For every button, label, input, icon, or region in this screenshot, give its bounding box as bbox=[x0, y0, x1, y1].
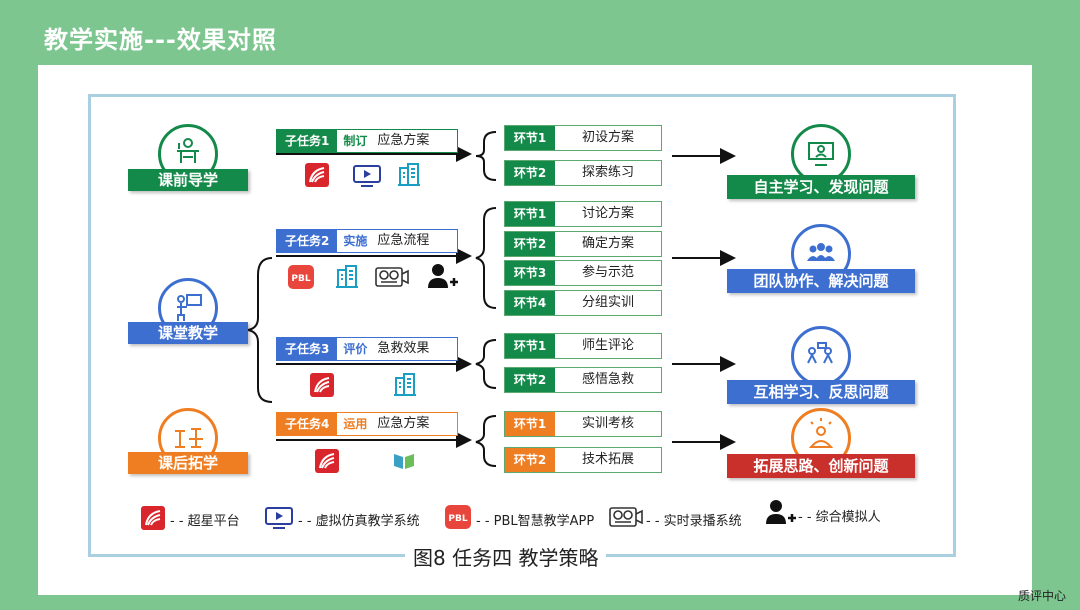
link-item: 环节2 感悟急救 bbox=[504, 367, 662, 393]
pbl-text: PBL bbox=[291, 274, 310, 284]
pbl-text: PBL bbox=[448, 514, 467, 524]
discussion-icon bbox=[791, 326, 851, 386]
monitor-person-icon bbox=[791, 124, 851, 184]
link-item: 环节1 讨论方案 bbox=[504, 201, 662, 227]
task-tag: 子任务2 bbox=[277, 230, 338, 252]
legend-dash: - - bbox=[646, 514, 664, 529]
task-action: 制订 bbox=[343, 134, 368, 148]
link-item: 环节2 确定方案 bbox=[504, 231, 662, 257]
task-1: 子任务1 制订 应急方案 bbox=[276, 129, 458, 153]
stage-pre-class: 课前导学 bbox=[128, 169, 248, 191]
slide-title: 教学实施---效果对照 bbox=[44, 26, 277, 54]
recorder-icon bbox=[609, 507, 643, 527]
link-text: 师生评论 bbox=[581, 338, 634, 353]
recorder-icon bbox=[375, 267, 409, 287]
chaoxing-icon bbox=[310, 373, 334, 397]
add-person-icon bbox=[428, 264, 458, 288]
link-number: 环节1 bbox=[505, 126, 555, 150]
task-2: 子任务2 实施 应急流程 bbox=[276, 229, 458, 253]
link-item: 环节1 初设方案 bbox=[504, 125, 662, 151]
task-action: 评价 bbox=[343, 342, 368, 356]
task-tag: 子任务3 bbox=[277, 338, 338, 360]
task-3: 子任务3 评价 急救效果 bbox=[276, 337, 458, 361]
link-text: 初设方案 bbox=[581, 130, 634, 145]
task-desc: 应急流程 bbox=[377, 233, 430, 248]
task-desc: 应急方案 bbox=[377, 416, 430, 431]
link-item: 环节4 分组实训 bbox=[504, 290, 662, 316]
link-number: 环节2 bbox=[505, 161, 555, 185]
monitor-icon bbox=[353, 165, 381, 187]
pbl-icon: PBL bbox=[445, 505, 471, 529]
legend-label: 超星平台 bbox=[187, 514, 240, 529]
legend-label: PBL智慧教学APP bbox=[493, 514, 595, 529]
task-tag: 子任务1 bbox=[277, 130, 338, 152]
legend-dash: - - bbox=[170, 514, 188, 529]
building-icon bbox=[398, 163, 420, 186]
task-desc: 急救效果 bbox=[377, 341, 430, 356]
corner-label: 质评中心 bbox=[1017, 589, 1066, 603]
result-2: 团队协作、解决问题 bbox=[727, 269, 915, 293]
task-tag: 子任务4 bbox=[277, 413, 338, 435]
link-text: 参与示范 bbox=[581, 265, 634, 280]
building-icon bbox=[336, 265, 358, 288]
monitor-icon bbox=[265, 507, 293, 529]
link-number: 环节1 bbox=[505, 334, 555, 358]
link-item: 环节3 参与示范 bbox=[504, 260, 662, 286]
legend-pbl: - - PBL智慧教学APP bbox=[476, 510, 594, 529]
figure-caption: 图8 任务四 教学策略 bbox=[405, 542, 607, 571]
link-number: 环节2 bbox=[505, 232, 555, 256]
link-text: 感悟急救 bbox=[581, 372, 634, 387]
task-action: 运用 bbox=[343, 417, 368, 431]
link-number: 环节4 bbox=[505, 291, 555, 315]
link-text: 实训考核 bbox=[581, 416, 634, 431]
legend-recording: - - 实时录播系统 bbox=[646, 510, 742, 529]
add-person-icon bbox=[766, 500, 796, 524]
legend-label: 实时录播系统 bbox=[663, 514, 742, 529]
result-1: 自主学习、发现问题 bbox=[727, 175, 915, 199]
link-item: 环节1 师生评论 bbox=[504, 333, 662, 359]
result-4: 拓展思路、创新问题 bbox=[727, 454, 915, 478]
link-text: 分组实训 bbox=[581, 295, 634, 310]
legend-dash: - - bbox=[298, 514, 316, 529]
book-icon bbox=[394, 454, 414, 469]
link-text: 探索练习 bbox=[581, 165, 634, 180]
link-item: 环节2 技术拓展 bbox=[504, 447, 662, 473]
task-desc: 应急方案 bbox=[377, 133, 430, 148]
link-item: 环节2 探索练习 bbox=[504, 160, 662, 186]
legend-dash: - - bbox=[798, 510, 816, 525]
task-4: 子任务4 运用 应急方案 bbox=[276, 412, 458, 436]
stage-after-class: 课后拓学 bbox=[128, 452, 248, 474]
building-icon bbox=[394, 373, 416, 396]
result-3: 互相学习、反思问题 bbox=[727, 380, 915, 404]
pbl-icon: PBL bbox=[288, 265, 314, 289]
legend-dash: - - bbox=[476, 514, 494, 529]
link-item: 环节1 实训考核 bbox=[504, 411, 662, 437]
link-text: 技术拓展 bbox=[581, 452, 634, 467]
link-number: 环节2 bbox=[505, 448, 555, 472]
legend-simulator: - - 综合模拟人 bbox=[798, 506, 881, 525]
link-number: 环节1 bbox=[505, 202, 555, 226]
task-action: 实施 bbox=[343, 234, 368, 248]
link-number: 环节2 bbox=[505, 368, 555, 392]
link-text: 讨论方案 bbox=[581, 206, 634, 221]
chaoxing-icon bbox=[305, 163, 329, 187]
link-number: 环节1 bbox=[505, 412, 555, 436]
chaoxing-icon bbox=[141, 506, 165, 530]
chaoxing-icon bbox=[315, 449, 339, 473]
legend-chaoxing: - - 超星平台 bbox=[170, 510, 240, 529]
legend-label: 虚拟仿真教学系统 bbox=[315, 514, 420, 529]
link-number: 环节3 bbox=[505, 261, 555, 285]
stage-in-class: 课堂教学 bbox=[128, 322, 248, 344]
link-text: 确定方案 bbox=[581, 236, 634, 251]
legend-label: 综合模拟人 bbox=[815, 510, 881, 525]
legend-simulation: - - 虚拟仿真教学系统 bbox=[298, 510, 420, 529]
